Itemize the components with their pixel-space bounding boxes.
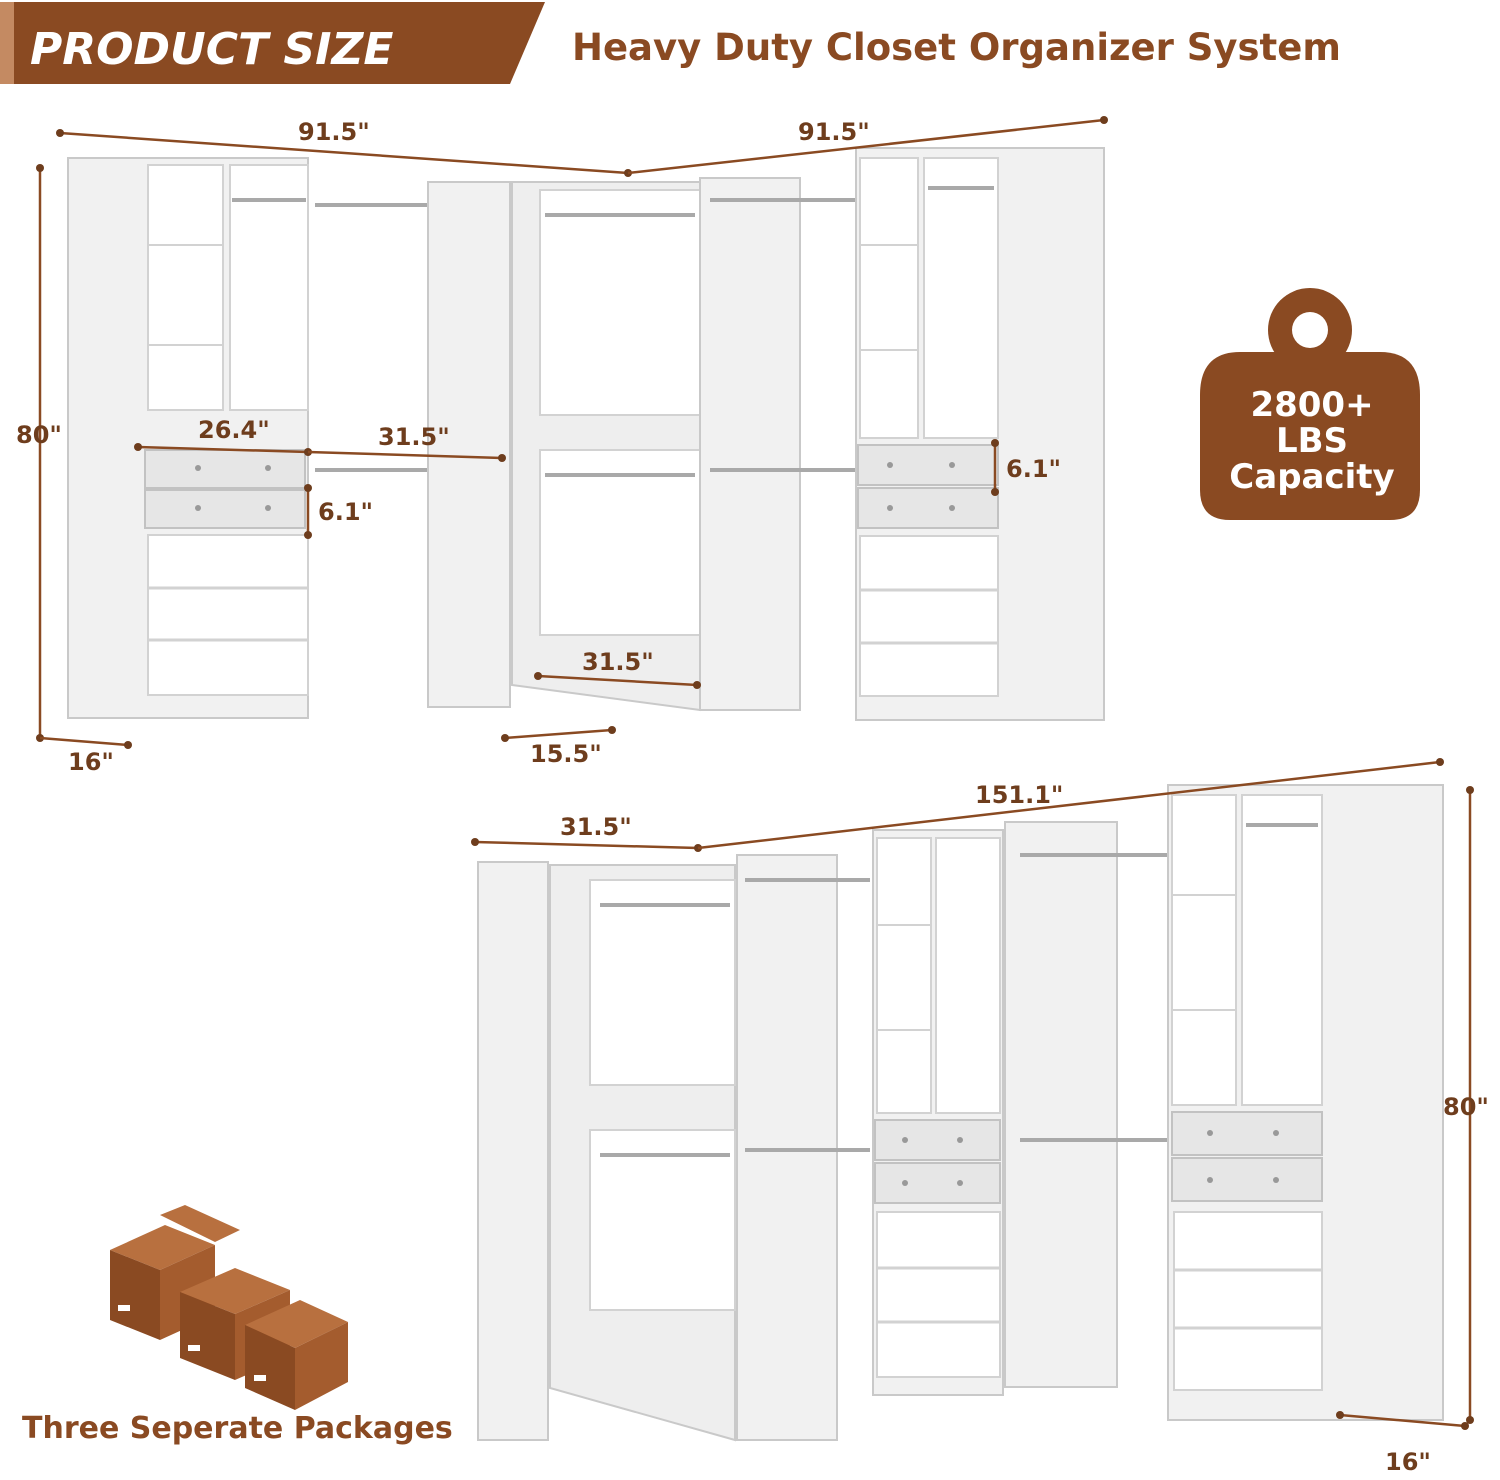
straight-dimensions (471, 758, 1474, 1430)
corner-closet-illustration (67, 147, 1105, 721)
corner-depth-15-label: 15.5" (530, 740, 602, 768)
corner-depth-label: 16" (68, 748, 114, 776)
corner-width-label: 31.5" (582, 648, 654, 676)
packages-icon (110, 1205, 348, 1410)
corner-height-label: 80" (16, 421, 62, 449)
corner-dimensions (36, 116, 1108, 749)
capacity-value: 2800+ (1250, 385, 1373, 425)
packages-label: Three Seperate Packages (22, 1411, 453, 1446)
drawer-right-label: 6.1" (1006, 455, 1061, 483)
straight-closet-illustration (477, 784, 1444, 1442)
section-b-label: 31.5" (378, 423, 450, 451)
drawer-left-label: 6.1" (318, 498, 373, 526)
capacity-badge: 2800+ LBS Capacity (1200, 288, 1420, 520)
straight-depth-label: 16" (1385, 1448, 1431, 1476)
straight-height-label: 80" (1443, 1093, 1489, 1121)
corner-width-left-label: 91.5" (298, 118, 370, 146)
section-a-label: 26.4" (198, 416, 270, 444)
header-badge: PRODUCT SIZE (0, 2, 545, 84)
page-title: Heavy Duty Closet Organizer System (572, 26, 1341, 69)
header-badge-text: PRODUCT SIZE (30, 24, 393, 75)
capacity-label: Capacity (1229, 457, 1394, 497)
straight-width-label: 151.1" (975, 781, 1063, 809)
capacity-unit: LBS (1276, 421, 1348, 461)
straight-corner-width-label: 31.5" (560, 813, 632, 841)
corner-width-right-label: 91.5" (798, 118, 870, 146)
